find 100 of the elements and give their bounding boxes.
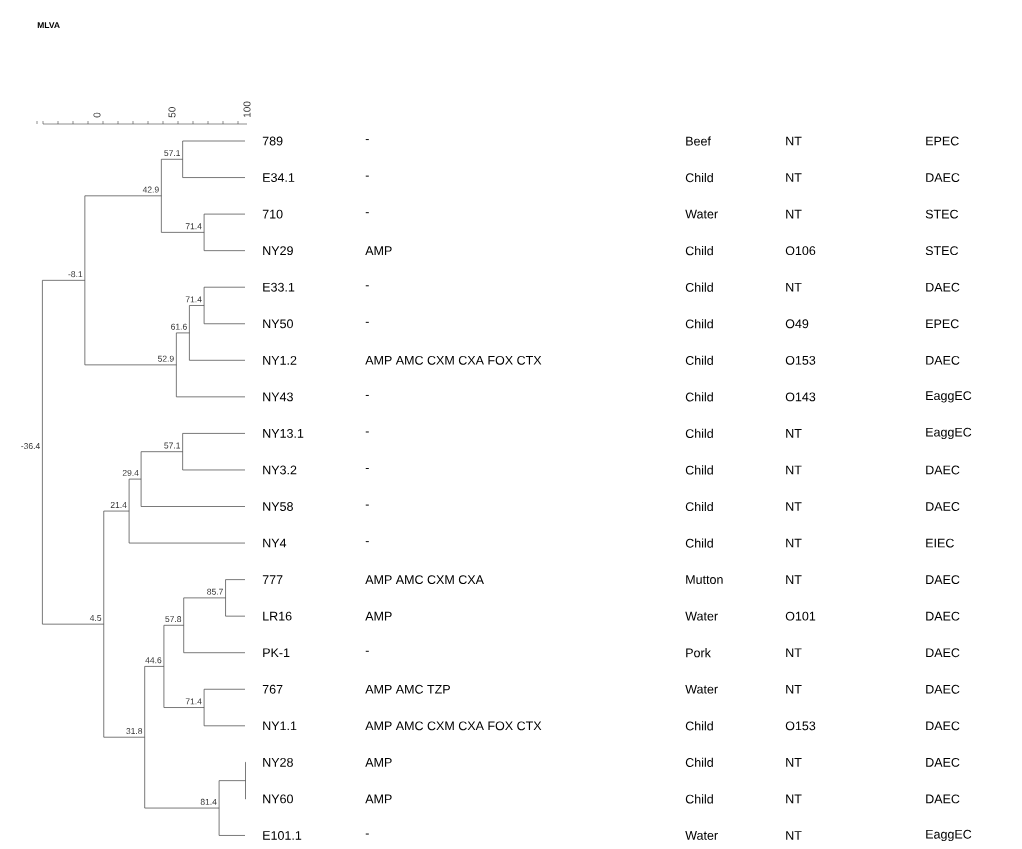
serotype-label: NT	[786, 794, 802, 804]
serotype-label: O49	[785, 319, 809, 329]
resistance-profile: -	[365, 285, 369, 287]
scale-label: 100	[243, 101, 251, 118]
pathotype-label: EaggEC	[926, 391, 972, 403]
isolate-id: NY28	[263, 757, 293, 767]
source-label: Mutton	[686, 575, 723, 584]
pathotype-label: DAEC	[926, 684, 960, 694]
pathotype-label: DAEC	[926, 575, 960, 585]
node-value: 85.7	[207, 588, 223, 595]
pathotype-label: DAEC	[926, 465, 960, 475]
serotype-label: NT	[786, 465, 802, 475]
pathotype-label: DAEC	[926, 648, 960, 658]
node-value: 44.6	[145, 657, 162, 664]
node-value: 57.1	[164, 150, 181, 157]
serotype-label: NT	[786, 209, 802, 219]
isolate-id: NY3.2	[263, 465, 297, 475]
source-label: Child	[685, 282, 713, 292]
node-value: 29.4	[122, 469, 139, 476]
serotype-label: O106	[785, 246, 816, 256]
node-value: 81.4	[200, 798, 217, 805]
isolate-id: NY58	[263, 502, 293, 511]
resistance-profile: -	[365, 431, 369, 433]
serotype-label: NT	[786, 831, 802, 840]
scale-label: 50	[168, 107, 176, 118]
serotype-label: NT	[786, 684, 802, 694]
source-label: Child	[685, 428, 713, 438]
source-label: Child	[685, 757, 713, 767]
source-label: Child	[685, 172, 713, 183]
resistance-profile: AMP	[365, 758, 392, 767]
node-value: 71.4	[185, 698, 202, 705]
serotype-label: NT	[786, 173, 802, 182]
isolate-id: NY4	[263, 538, 287, 548]
serotype-label: NT	[786, 502, 802, 511]
node-value: 31.8	[126, 728, 143, 734]
resistance-profile: -	[365, 468, 369, 469]
node-value: 71.4	[185, 223, 202, 230]
pathotype-label: DAEC	[926, 173, 960, 182]
pathotype-label: EPEC	[926, 319, 959, 329]
isolate-id: E34.1	[263, 173, 295, 182]
node-value: -36.4	[21, 443, 40, 450]
serotype-label: NT	[786, 648, 802, 657]
source-label: Child	[685, 319, 713, 329]
pathotype-label: DAEC	[926, 611, 960, 621]
isolate-id: NY50	[263, 319, 293, 329]
source-label: Child	[685, 794, 713, 804]
resistance-profile: -	[365, 321, 369, 323]
node-value: 71.4	[185, 296, 202, 303]
node-value: 52.9	[157, 355, 174, 362]
serotype-label: O153	[785, 355, 816, 365]
isolate-id: 777	[262, 575, 283, 584]
source-label: Beef	[686, 136, 711, 146]
node-value: 42.9	[142, 186, 159, 193]
pathotype-label: DAEC	[926, 282, 960, 292]
source-label: Child	[685, 246, 713, 256]
pathotype-label: DAEC	[926, 355, 960, 365]
isolate-id: E33.1	[263, 282, 295, 292]
node-value: 57.8	[165, 616, 182, 623]
serotype-label: NT	[786, 575, 802, 584]
isolate-id: NY1.2	[263, 355, 297, 365]
pathotype-label: DAEC	[926, 794, 960, 804]
isolate-id: NY1.1	[263, 721, 297, 731]
isolate-id: 767	[262, 684, 283, 694]
isolate-id: E101.1	[263, 831, 302, 840]
resistance-profile: AMP	[365, 794, 392, 804]
pathotype-label: DAEC	[926, 721, 960, 731]
resistance-profile: -	[365, 650, 369, 652]
resistance-profile: -	[365, 833, 369, 835]
resistance-profile: -	[365, 394, 369, 396]
source-label: Child	[685, 538, 713, 548]
serotype-label: O143	[785, 392, 816, 402]
source-label: Child	[685, 355, 713, 365]
serotype-label: O153	[785, 721, 816, 731]
source-label: Water	[685, 831, 718, 840]
resistance-profile: -	[365, 541, 369, 543]
resistance-profile: AMP AMC CXM CXA FOX CTX	[365, 355, 542, 365]
source-label: Child	[685, 465, 713, 475]
node-value: 21.4	[110, 501, 127, 508]
source-label: Pork	[686, 648, 711, 658]
resistance-profile: AMP	[365, 246, 392, 255]
resistance-profile: -	[365, 139, 369, 141]
resistance-profile: AMP AMC TZP	[365, 684, 450, 694]
pathotype-label: EaggEC	[926, 427, 972, 440]
isolate-id: PK-1	[263, 648, 290, 657]
node-value: -8.1	[68, 271, 83, 278]
isolate-id: NY13.1	[263, 429, 304, 438]
isolate-id: NY29	[263, 246, 293, 256]
source-label: Water	[685, 611, 718, 621]
resistance-profile: AMP	[365, 611, 392, 621]
serotype-label: NT	[786, 136, 802, 146]
pathotype-label: EaggEC	[926, 829, 972, 842]
serotype-label: O101	[785, 611, 816, 621]
pathotype-label: DAEC	[926, 757, 960, 767]
resistance-profile: -	[365, 212, 369, 214]
resistance-profile: -	[365, 175, 369, 177]
source-label: Child	[685, 501, 713, 512]
serotype-label: NT	[786, 758, 802, 767]
serotype-label: NT	[786, 282, 802, 292]
isolate-id: 789	[262, 136, 283, 146]
chart-title: MLVA	[37, 22, 60, 29]
